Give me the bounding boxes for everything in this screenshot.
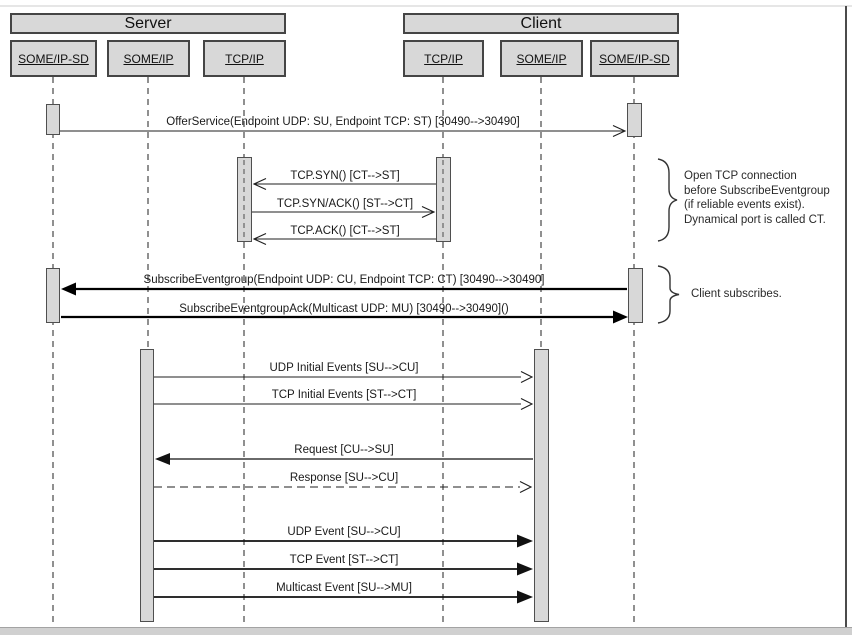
lifeline-box-server-someip-sd: SOME/IP-SD	[10, 40, 97, 77]
activation-bar-offer-client	[627, 103, 642, 137]
frame-top-line	[0, 5, 852, 7]
client-header-label: Client	[520, 14, 562, 32]
curly-brace-subscribe-note	[657, 265, 680, 324]
lifeline-box-server-someip: SOME/IP	[107, 40, 190, 77]
annotation-line: Open TCP connection	[684, 170, 797, 182]
message-label-tcp-syn-ack: TCP.SYN/ACK() [ST-->CT]	[276, 198, 414, 210]
lifeline-box-server-tcpip: TCP/IP	[203, 40, 286, 77]
message-label-subscribe-eventgroup: SubscribeEventgroup(Endpoint UDP: CU, En…	[143, 274, 545, 286]
server-header: Server	[10, 13, 286, 34]
activation-bar-subscribe-server	[46, 268, 60, 323]
message-label-multicast-event: Multicast Event [SU-->MU]	[276, 582, 412, 594]
curly-brace-tcp-note	[657, 158, 678, 242]
frame-bottom-bar	[0, 627, 852, 635]
activation-bar-events-server	[140, 349, 154, 622]
annotation-line: Dynamical port is called CT.	[684, 213, 826, 226]
lifeline-box-client-someip: SOME/IP	[500, 40, 583, 77]
activation-bar-events-client	[534, 349, 549, 622]
message-label-udp-initial-events: UDP Initial Events [SU-->CU]	[269, 362, 419, 374]
lifeline-box-label: SOME/IP	[123, 51, 174, 66]
message-label-tcp-event: TCP Event [ST-->CT]	[289, 554, 399, 566]
client-header: Client	[403, 13, 679, 34]
message-label-udp-event: UDP Event [SU-->CU]	[287, 526, 401, 538]
activation-bar-tcp-client	[436, 157, 451, 242]
server-header-label: Server	[124, 14, 172, 32]
lifeline-box-label: SOME/IP	[516, 51, 567, 66]
message-label-tcp-initial-events: TCP Initial Events [ST-->CT]	[271, 389, 417, 401]
lifeline-box-label: TCP/IP	[424, 51, 463, 66]
message-label-tcp-ack: TCP.ACK() [CT-->ST]	[290, 225, 400, 237]
activation-bar-tcp-server	[237, 157, 252, 242]
activation-bar-offer-server	[46, 104, 60, 135]
frame-right-line	[845, 6, 847, 627]
annotation-line: (if reliable events exist).	[684, 199, 805, 211]
lifeline-box-label: SOME/IP-SD	[18, 51, 89, 66]
activation-bar-subscribe-client	[628, 268, 643, 323]
message-label-subscribe-ack: SubscribeEventgroupAck(Multicast UDP: MU…	[179, 303, 509, 315]
annotation-tcp-connection: Open TCP connection before SubscribeEven…	[684, 169, 830, 227]
lifeline-box-label: TCP/IP	[225, 51, 264, 66]
message-label-request: Request [CU-->SU]	[294, 444, 394, 456]
annotation-line: before SubscribeEventgroup	[684, 184, 830, 197]
annotation-client-subscribes: Client subscribes.	[691, 288, 782, 300]
lifeline-box-client-someip-sd: SOME/IP-SD	[590, 40, 679, 77]
message-label-offer-service: OfferService(Endpoint UDP: SU, Endpoint …	[166, 116, 520, 128]
lifeline-box-label: SOME/IP-SD	[599, 51, 670, 66]
lifeline-box-client-tcpip: TCP/IP	[403, 40, 484, 77]
message-label-tcp-syn: TCP.SYN() [CT-->ST]	[290, 170, 400, 182]
message-label-response: Response [SU-->CU]	[289, 472, 399, 484]
